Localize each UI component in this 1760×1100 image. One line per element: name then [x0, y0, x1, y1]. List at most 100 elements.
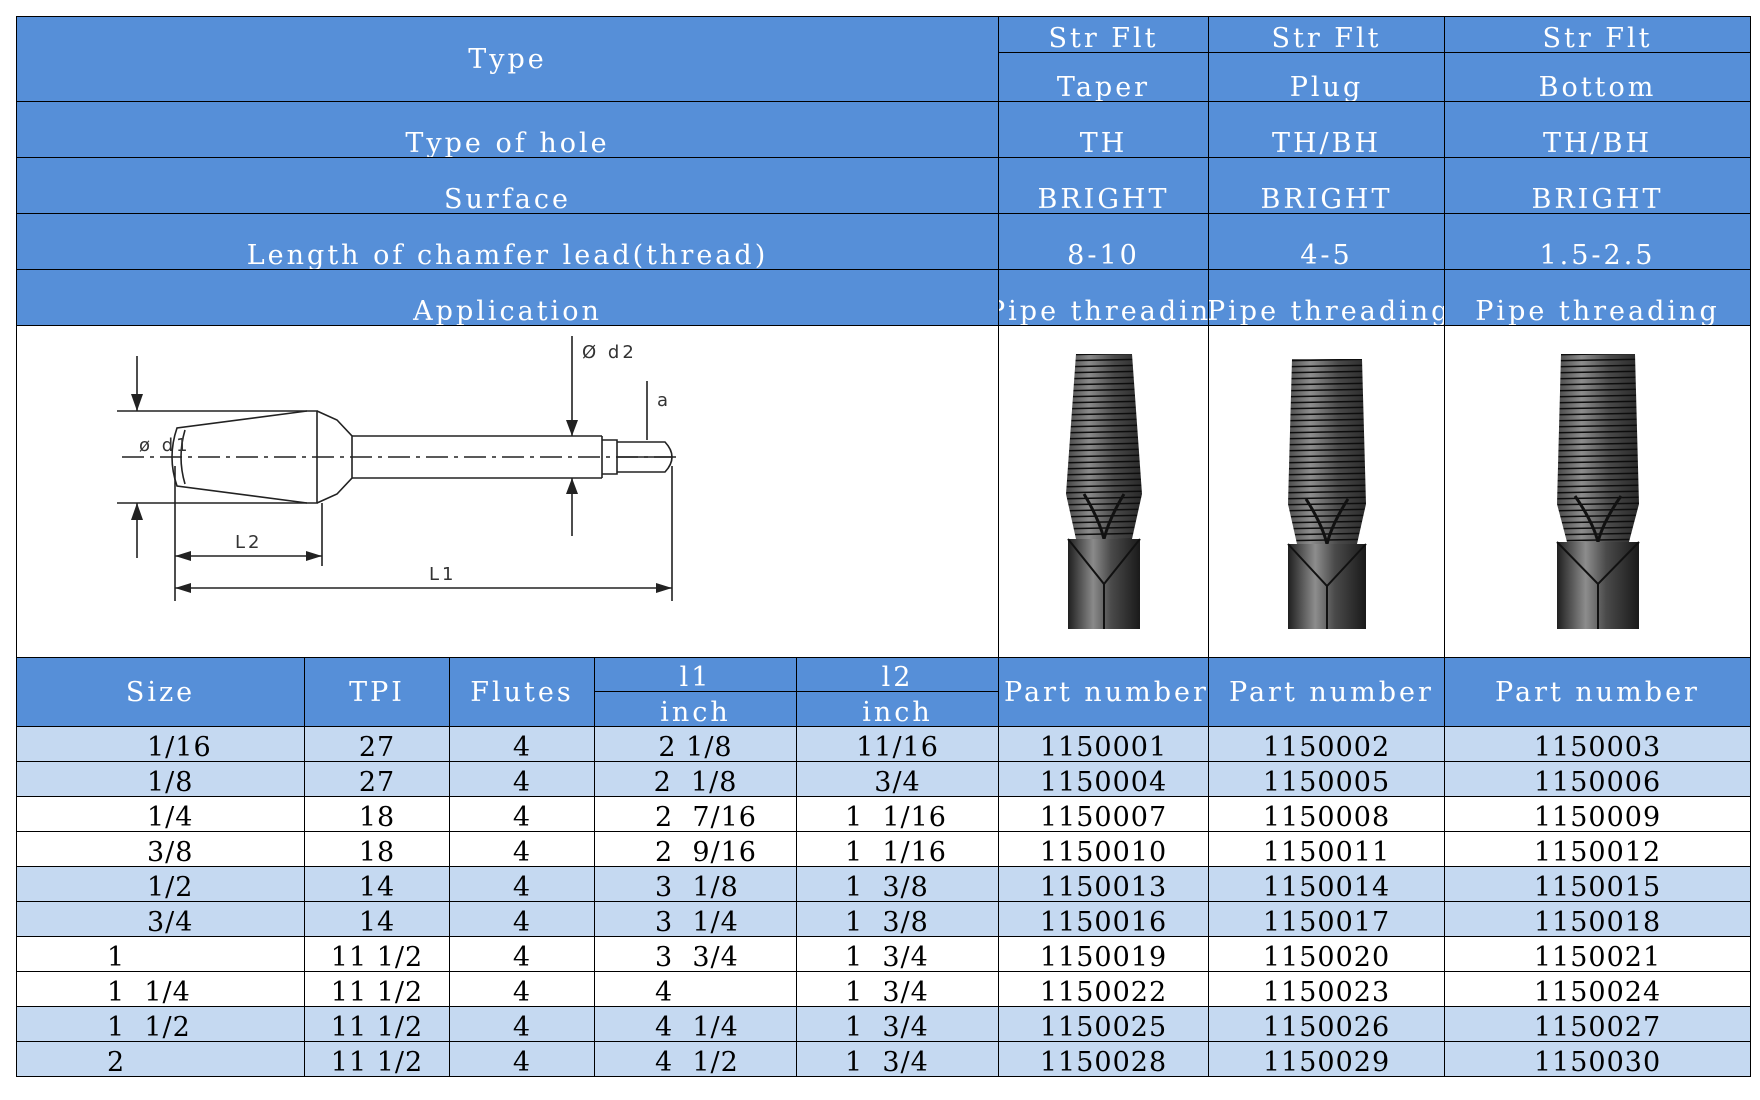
- tap-drawing-icon: ø d1 Ø d2 a L2 L1: [117, 336, 682, 601]
- cell-l2: 1 1/16: [796, 796, 999, 832]
- variant-1-line1: Str Flt: [998, 16, 1209, 53]
- cell-size: 1/8: [16, 761, 305, 797]
- table-row: 1 1/4 11 1/2 4 4 1 3/4 1150022 1150023 1…: [16, 971, 1751, 1007]
- cell-l1: 2 7/16: [594, 796, 797, 832]
- cell-part-3: 1150021: [1444, 936, 1751, 972]
- variant-1-hole: TH: [998, 101, 1209, 158]
- variant-2-application: Pipe threading: [1208, 269, 1445, 326]
- variant-3-surface: BRIGHT: [1444, 157, 1751, 214]
- cell-part-3: 1150015: [1444, 866, 1751, 902]
- cell-part-3: 1150027: [1444, 1006, 1751, 1042]
- col-tpi: TPI: [304, 657, 450, 727]
- cell-l1: 4 1/2: [594, 1041, 797, 1077]
- cell-part-2: 1150002: [1208, 726, 1445, 762]
- cell-flutes: 4: [449, 936, 595, 972]
- cell-part-2: 1150014: [1208, 866, 1445, 902]
- cell-flutes: 4: [449, 796, 595, 832]
- table-row: 3/8 18 4 2 9/16 1 1/16 1150010 1150011 1…: [16, 831, 1751, 867]
- cell-part-1: 1150001: [998, 726, 1209, 762]
- cell-l2: 1 3/8: [796, 901, 999, 937]
- cell-flutes: 4: [449, 901, 595, 937]
- plug-tap-cell: [1208, 325, 1445, 658]
- table-row: 1 11 1/2 4 3 3/4 1 3/4 1150019 1150020 1…: [16, 936, 1751, 972]
- table-row: 1 1/2 11 1/2 4 4 1/4 1 3/4 1150025 11500…: [16, 1006, 1751, 1042]
- table-row: 1/16 27 4 2 1/8 11/16 1150001 1150002 11…: [16, 726, 1751, 762]
- d1-label: ø d1: [139, 435, 191, 456]
- cell-l1: 3 3/4: [594, 936, 797, 972]
- variant-3-chamfer: 1.5-2.5: [1444, 213, 1751, 270]
- cell-part-3: 1150018: [1444, 901, 1751, 937]
- col-size: Size: [16, 657, 305, 727]
- cell-tpi: 11 1/2: [304, 936, 450, 972]
- cell-flutes: 4: [449, 1006, 595, 1042]
- cell-l2: 1 3/8: [796, 866, 999, 902]
- type-label: Type: [16, 16, 999, 102]
- taper-tap-cell: [998, 325, 1209, 658]
- cell-l2: 11/16: [796, 726, 999, 762]
- cell-flutes: 4: [449, 971, 595, 1007]
- cell-part-1: 1150019: [998, 936, 1209, 972]
- variant-2-surface: BRIGHT: [1208, 157, 1445, 214]
- cell-tpi: 27: [304, 726, 450, 762]
- cell-flutes: 4: [449, 831, 595, 867]
- col-l2: l2: [796, 657, 999, 692]
- cell-part-1: 1150007: [998, 796, 1209, 832]
- table-row: 2 11 1/2 4 4 1/2 1 3/4 1150028 1150029 1…: [16, 1041, 1751, 1077]
- cell-flutes: 4: [449, 726, 595, 762]
- col-part-number-1: Part number: [998, 657, 1209, 727]
- cell-part-1: 1150016: [998, 901, 1209, 937]
- cell-part-1: 1150004: [998, 761, 1209, 797]
- table-row: 1/8 27 4 2 1/8 3/4 1150004 1150005 11500…: [16, 761, 1751, 797]
- col-part-number-2: Part number: [1208, 657, 1445, 727]
- cell-l2: 1 3/4: [796, 971, 999, 1007]
- cell-l1: 4: [594, 971, 797, 1007]
- variant-1-application: Pipe threading: [998, 269, 1209, 326]
- cell-part-2: 1150029: [1208, 1041, 1445, 1077]
- cell-part-2: 1150017: [1208, 901, 1445, 937]
- variant-2-hole: TH/BH: [1208, 101, 1445, 158]
- cell-tpi: 14: [304, 866, 450, 902]
- variant-3-line1: Str Flt: [1444, 16, 1751, 53]
- cell-tpi: 14: [304, 901, 450, 937]
- variant-1-line2: Taper: [998, 52, 1209, 102]
- cell-part-3: 1150030: [1444, 1041, 1751, 1077]
- variant-2-application-text: Pipe threading: [1208, 296, 1445, 326]
- cell-l1: 3 1/8: [594, 866, 797, 902]
- cell-part-1: 1150013: [998, 866, 1209, 902]
- variant-2-line2: Plug: [1208, 52, 1445, 102]
- cell-size: 1 1/4: [16, 971, 305, 1007]
- table-row: 3/4 14 4 3 1/4 1 3/8 1150016 1150017 115…: [16, 901, 1751, 937]
- cell-part-1: 1150025: [998, 1006, 1209, 1042]
- type-of-hole-label: Type of hole: [16, 101, 999, 158]
- cell-part-2: 1150005: [1208, 761, 1445, 797]
- bottom-tap-icon: [1555, 354, 1640, 629]
- cell-part-1: 1150028: [998, 1041, 1209, 1077]
- variant-3-line2: Bottom: [1444, 52, 1751, 102]
- cell-size: 3/4: [16, 901, 305, 937]
- cell-tpi: 11 1/2: [304, 1006, 450, 1042]
- cell-l2: 1 3/4: [796, 1041, 999, 1077]
- plug-tap-icon: [1286, 359, 1367, 629]
- cell-flutes: 4: [449, 1041, 595, 1077]
- col-l1: l1: [594, 657, 797, 692]
- cell-flutes: 4: [449, 761, 595, 797]
- cell-flutes: 4: [449, 866, 595, 902]
- spec-sheet: Type Str Flt Str Flt Str Flt Taper Plug …: [16, 16, 1751, 1077]
- spec-table: Type Str Flt Str Flt Str Flt Taper Plug …: [16, 16, 1751, 1077]
- cell-l1: 2 1/8: [594, 726, 797, 762]
- variant-3-application: Pipe threading: [1444, 269, 1751, 326]
- cell-size: 3/8: [16, 831, 305, 867]
- cell-tpi: 18: [304, 831, 450, 867]
- cell-size: 1 1/2: [16, 1006, 305, 1042]
- cell-l1: 4 1/4: [594, 1006, 797, 1042]
- variant-1-application-text: Pipe threading: [1000, 296, 1208, 326]
- cell-part-3: 1150024: [1444, 971, 1751, 1007]
- variant-2-chamfer: 4-5: [1208, 213, 1445, 270]
- application-label: Application: [16, 269, 999, 326]
- cell-part-3: 1150009: [1444, 796, 1751, 832]
- bottom-tap-cell: [1444, 325, 1751, 658]
- cell-size: 1: [16, 936, 305, 972]
- cell-part-2: 1150020: [1208, 936, 1445, 972]
- variant-1-surface: BRIGHT: [998, 157, 1209, 214]
- table-row: 1/2 14 4 3 1/8 1 3/8 1150013 1150014 115…: [16, 866, 1751, 902]
